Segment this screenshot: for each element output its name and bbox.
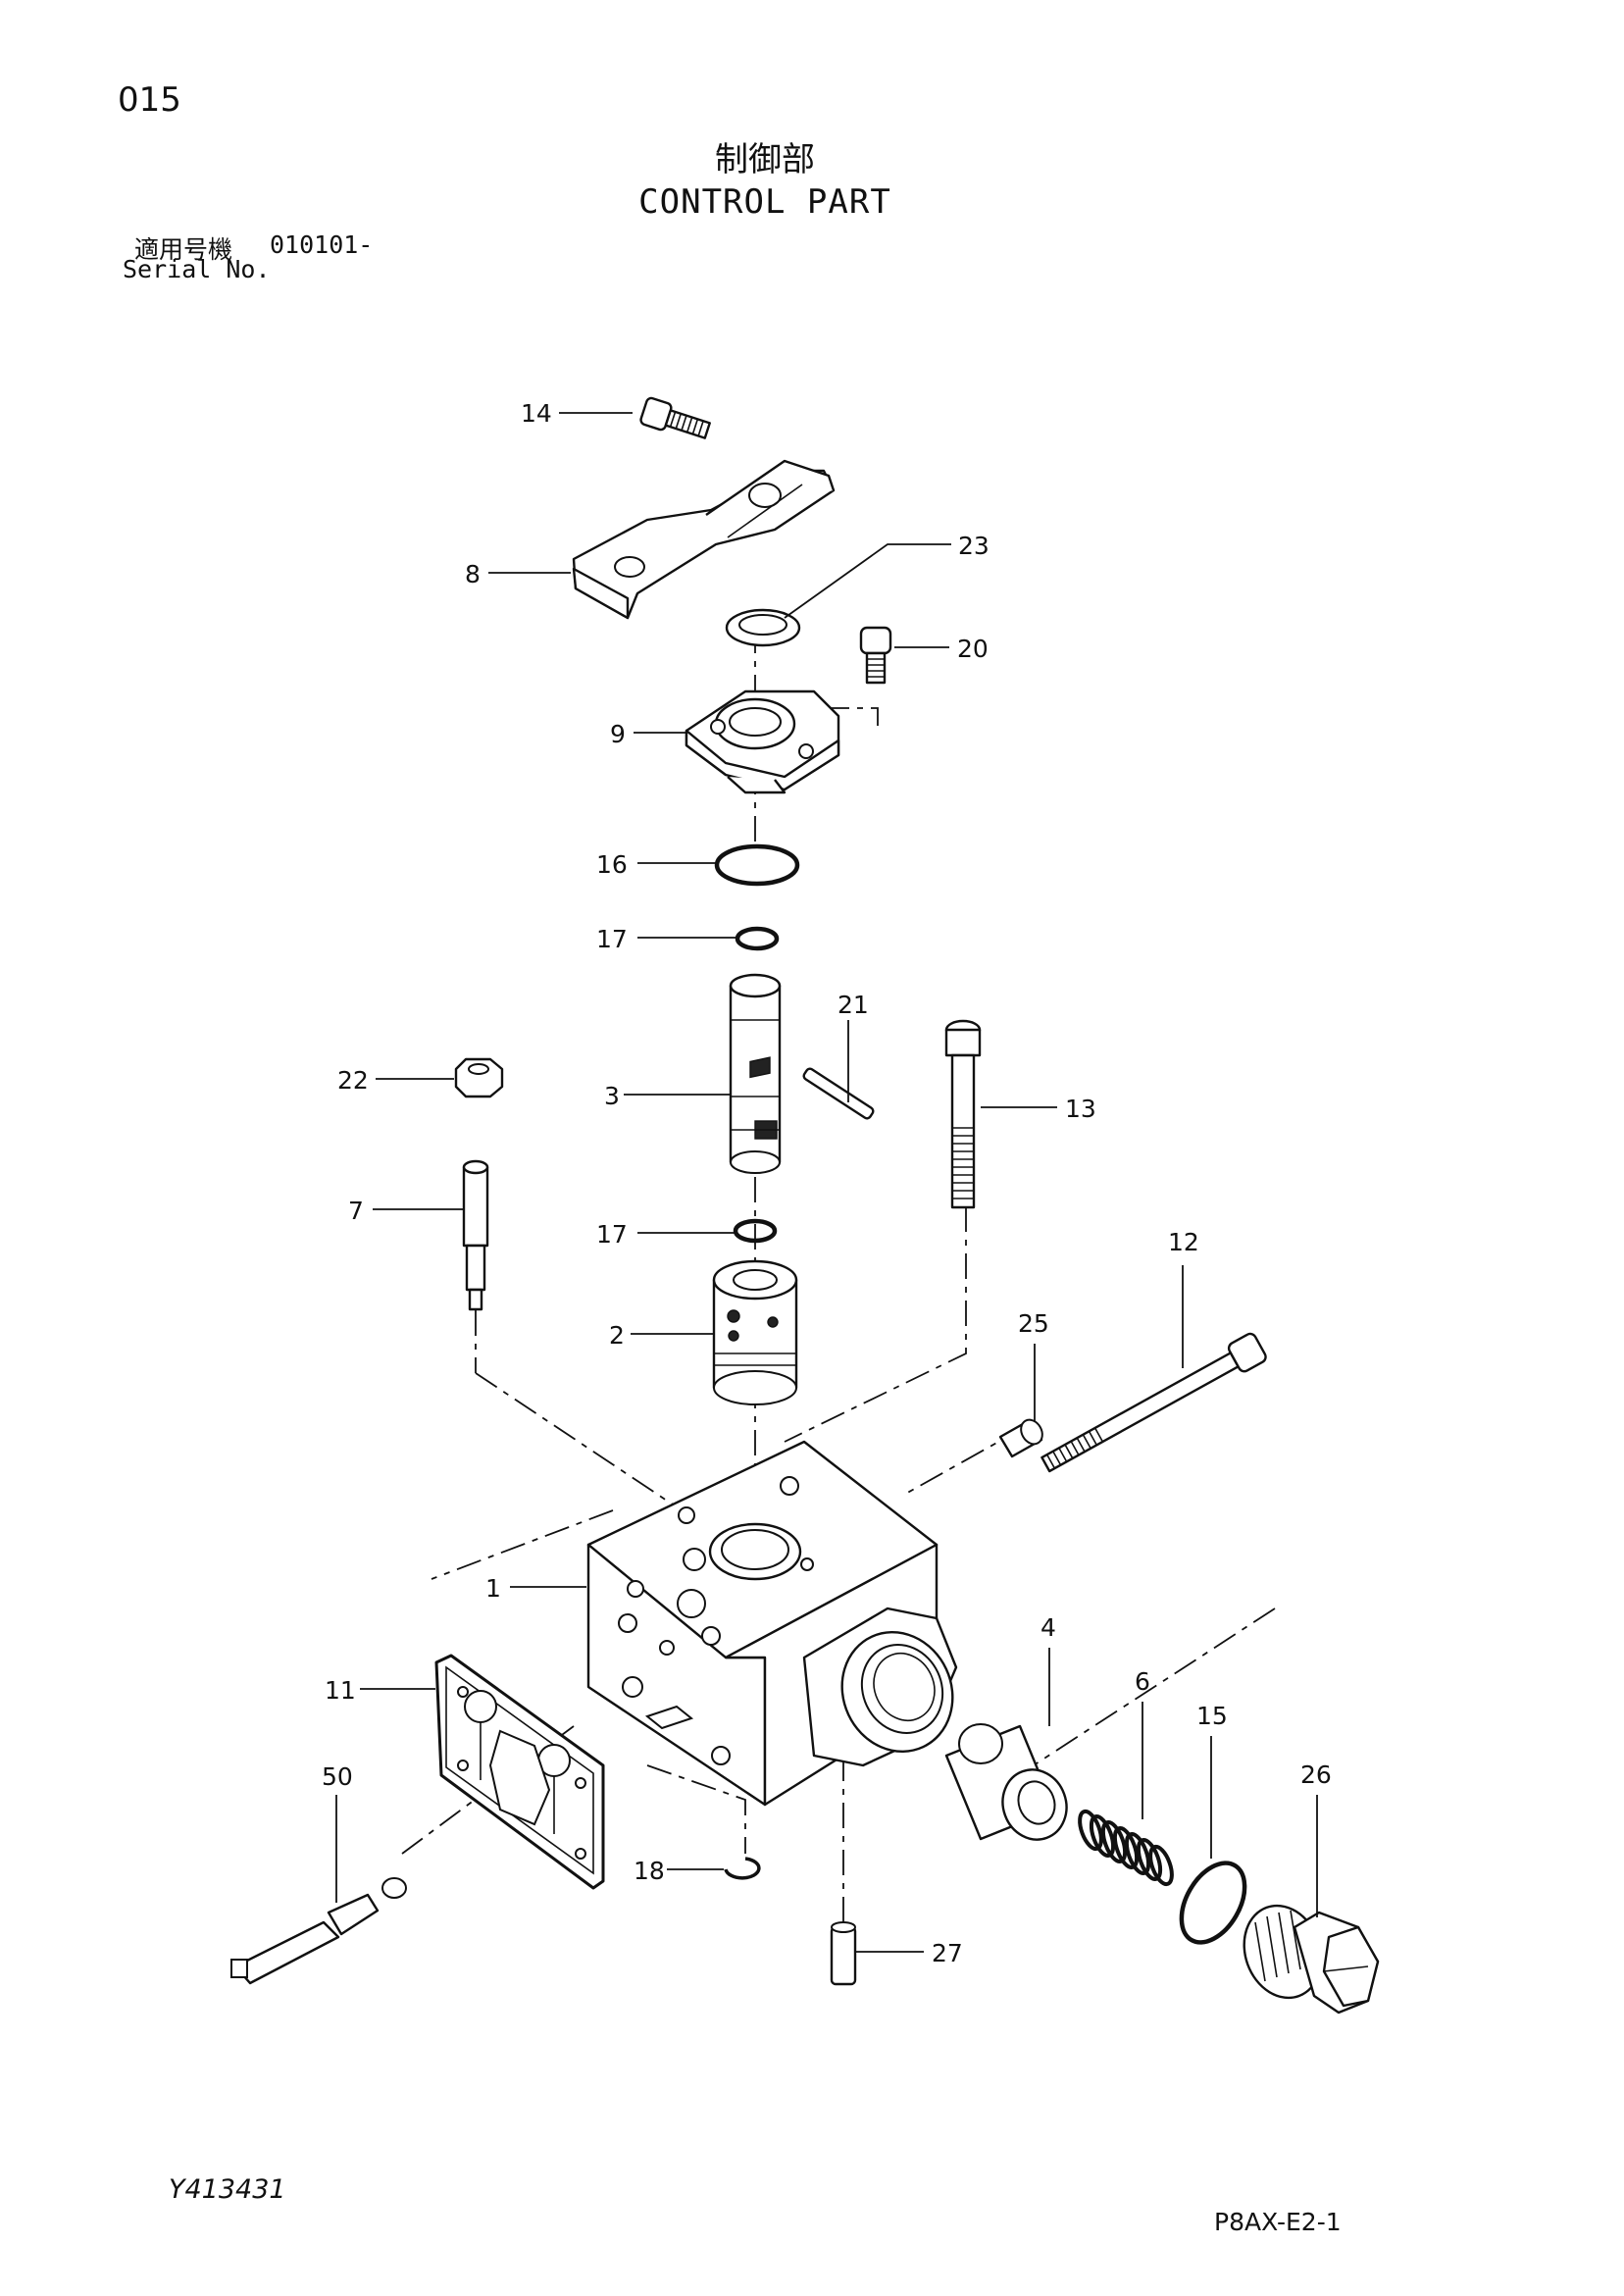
title-english: CONTROL PART [638, 182, 891, 222]
part-15-o-ring [1179, 1861, 1247, 1945]
serial-label-japanese: 適用号機 [134, 235, 233, 264]
part-1-valve-body [586, 1440, 958, 1807]
callout-50: 50 [322, 1762, 353, 1791]
sheet-id: P8AX-E2-1 [1214, 2208, 1342, 2236]
callout-18: 18 [634, 1857, 665, 1885]
part-50-handle [230, 1877, 407, 1985]
callout-27: 27 [932, 1939, 963, 1967]
callout-21: 21 [837, 991, 869, 1019]
serial-range: 010101- [270, 230, 374, 259]
callout-26: 26 [1300, 1760, 1332, 1789]
part-27-pin [830, 1921, 857, 1986]
drawing-id: Y413431 [169, 2174, 286, 2205]
part-9-flange-cover [685, 689, 840, 794]
callout-15: 15 [1196, 1702, 1228, 1730]
part-14-cap-screw [639, 396, 711, 439]
callout-8: 8 [465, 560, 481, 588]
part-11-gasket-plate [434, 1654, 605, 1890]
part-17-o-ring-upper [735, 926, 780, 951]
part-26-plug [1243, 1904, 1380, 2015]
callout-9: 9 [610, 720, 626, 748]
callout-1: 1 [485, 1574, 501, 1603]
callout-16: 16 [596, 850, 628, 879]
callout-4: 4 [1040, 1613, 1056, 1642]
part-4-piston [944, 1723, 1068, 1841]
callout-17-upper: 17 [596, 925, 628, 953]
callout-6: 6 [1135, 1667, 1150, 1696]
callout-20: 20 [957, 635, 989, 663]
part-13-long-bolt [944, 1019, 982, 1209]
callout-11: 11 [325, 1676, 356, 1705]
part-12-long-bolt [1040, 1332, 1267, 1473]
part-23-washer [725, 608, 801, 647]
callout-7: 7 [348, 1197, 364, 1225]
part-7-rod [462, 1159, 489, 1311]
callout-25: 25 [1018, 1309, 1049, 1338]
callout-14: 14 [521, 399, 552, 428]
part-21-pin [802, 1067, 875, 1120]
callout-2: 2 [609, 1321, 625, 1350]
part-22-nut [454, 1057, 504, 1098]
callout-3: 3 [604, 1082, 620, 1110]
serial-label-english: Serial No. [123, 255, 271, 283]
callout-23: 23 [958, 532, 990, 560]
part-17-o-ring-lower [733, 1218, 778, 1244]
part-18-snap-ring [724, 1857, 761, 1880]
part-25-plug [998, 1418, 1043, 1458]
callout-12: 12 [1168, 1228, 1199, 1256]
callout-22: 22 [337, 1066, 369, 1095]
page-number: 015 [118, 80, 181, 120]
part-2-sleeve [712, 1259, 798, 1405]
part-6-spring [1078, 1809, 1174, 1887]
part-8-lever [572, 459, 836, 620]
callout-labels: 14 8 23 20 9 16 17 21 22 3 13 7 17 12 25… [322, 399, 1332, 1967]
leader-lines [335, 412, 1318, 1953]
part-3-spool [729, 973, 782, 1174]
part-16-o-ring [714, 843, 800, 887]
callout-17-lower: 17 [596, 1220, 628, 1249]
title-japanese: 制御部 [715, 140, 815, 179]
part-20-screw [859, 626, 892, 685]
callout-13: 13 [1065, 1095, 1096, 1123]
